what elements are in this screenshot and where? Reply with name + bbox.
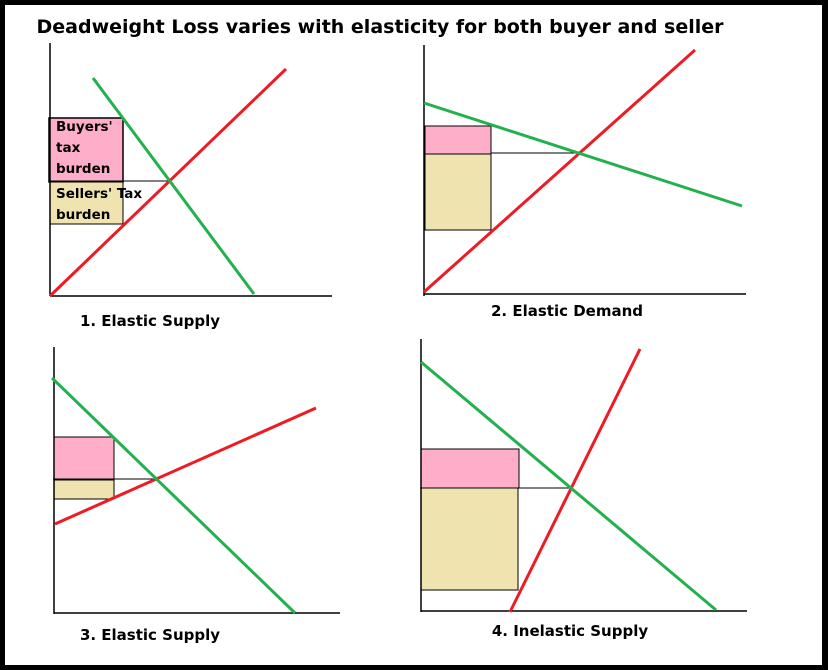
demand-curve	[423, 101, 743, 208]
panel-label: 2. Elastic Demand	[491, 302, 643, 320]
supply-curve	[54, 406, 317, 526]
sellers-tax-burden-area	[49, 181, 124, 225]
panel-3-elastic-supply: 3. Elastic Supply	[50, 347, 340, 644]
panel-2-elastic-demand: 2. Elastic Demand	[423, 45, 746, 320]
panel-label: 3. Elastic Supply	[80, 626, 220, 644]
buyers-tax-burden-area	[53, 436, 115, 481]
supply-curve	[48, 67, 288, 298]
sellers-tax-burden-area	[53, 479, 115, 500]
panel-label: 4. Inelastic Supply	[492, 622, 649, 640]
sellers-burden-label-line-2: burden	[56, 207, 110, 223]
panel-1-elastic-supply: Buyers' tax burden Sellers' Tax burden 1…	[48, 43, 332, 330]
supply-curve	[423, 48, 696, 294]
buyers-burden-label-line-3: burden	[56, 161, 110, 177]
buyers-tax-burden-area	[424, 125, 492, 155]
buyers-tax-burden-area	[48, 117, 124, 183]
panel-label: 1. Elastic Supply	[80, 312, 220, 330]
sellers-tax-burden-area	[420, 487, 519, 591]
white-background	[5, 5, 822, 665]
diagram-title: Deadweight Loss varies with elasticity f…	[36, 16, 724, 38]
buyers-burden-label-line-1: Buyers'	[56, 119, 113, 135]
sellers-tax-burden-area	[424, 153, 492, 231]
panel-4-inelastic-supply: 4. Inelastic Supply	[420, 339, 747, 640]
buyers-tax-burden-area	[420, 448, 520, 489]
buyers-burden-label-line-2: tax	[56, 140, 81, 156]
sellers-burden-label-line-1: Sellers' Tax	[56, 186, 142, 202]
supply-curve	[508, 348, 642, 613]
demand-curve	[420, 360, 717, 612]
demand-curve	[91, 77, 256, 295]
demand-curve	[50, 376, 297, 615]
